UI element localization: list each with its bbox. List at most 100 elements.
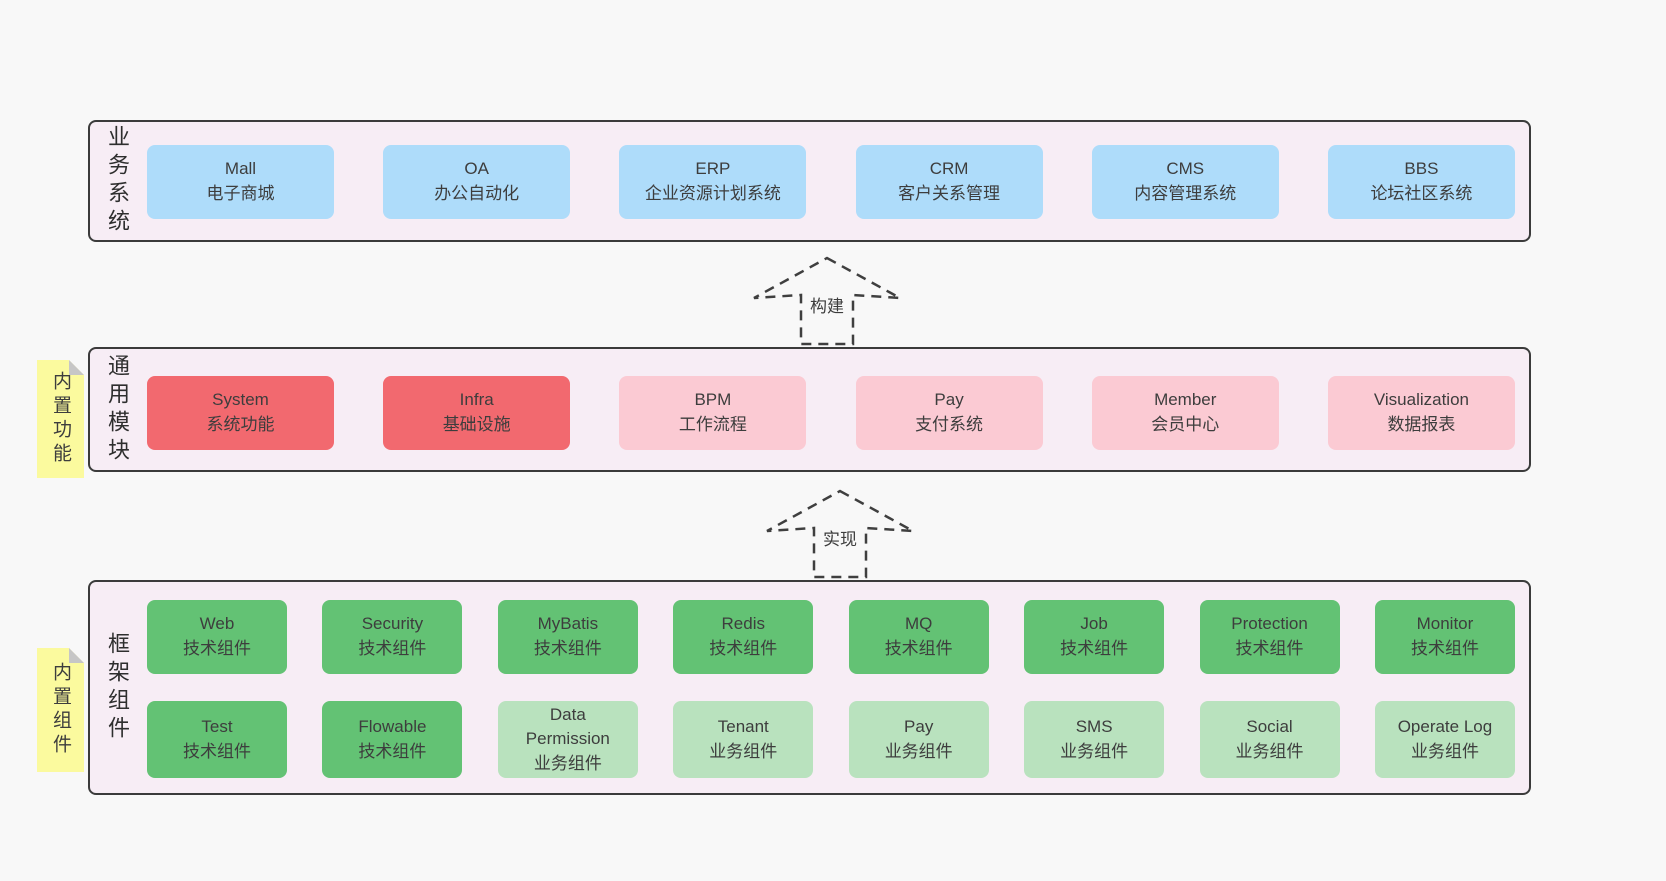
box-subtitle: 业务组件	[533, 753, 602, 773]
box-subtitle: 业务组件	[1235, 741, 1304, 761]
box-title: MQ	[904, 614, 933, 634]
box-title: Test	[201, 716, 233, 736]
box-title: Security	[361, 614, 424, 634]
box-subtitle: 工作流程	[678, 415, 747, 434]
box-tenant: Tenant 业务组件	[673, 701, 814, 778]
box-subtitle: 业务组件	[709, 741, 778, 761]
layer-common-modules: 通用模块 System 系统功能 Infra 基础设施 BPM 工作流程 Pay…	[88, 347, 1531, 472]
box-mq: MQ 技术组件	[848, 600, 989, 674]
box-title: Infra	[459, 390, 494, 410]
box-infra: Infra 基础设施	[383, 376, 571, 450]
box-subtitle: 技术组件	[1410, 639, 1479, 658]
box-subtitle: 技术组件	[183, 741, 251, 761]
box-mybatis: MyBatis 技术组件	[497, 600, 638, 674]
box-title: Pay	[934, 390, 964, 410]
box-subtitle: 业务组件	[1410, 741, 1479, 761]
box-system: System 系统功能	[147, 376, 334, 450]
arrow-implement-label: 实现	[820, 525, 860, 550]
box-subtitle: 技术组件	[709, 639, 778, 658]
components-box-row-2: Test 技术组件 Flowable 技术组件 Data Permission …	[147, 701, 1515, 778]
sticky-note-text: 内置功能	[50, 371, 71, 467]
box-title: System	[212, 390, 269, 410]
box-pay: Pay 支付系统	[855, 376, 1043, 450]
box-subtitle: 技术组件	[358, 741, 427, 761]
box-title: OA	[464, 159, 489, 179]
sticky-note-built-in-components: 内置组件	[37, 648, 84, 772]
layer-label-business-systems: 业务系统	[105, 125, 130, 237]
box-sms: SMS 业务组件	[1024, 701, 1165, 778]
layer-label-framework-components: 框架组件	[105, 631, 130, 744]
components-box-row-1: Web 技术组件 Security 技术组件 MyBatis 技术组件 Redi…	[147, 600, 1515, 674]
up-arrow-icon	[753, 256, 901, 346]
box-subtitle: 技术组件	[358, 639, 427, 658]
box-flowable: Flowable 技术组件	[322, 701, 463, 778]
box-subtitle: 技术组件	[1235, 639, 1304, 658]
box-subtitle: 数据报表	[1387, 415, 1456, 434]
arrow-build-label: 构建	[807, 292, 847, 317]
box-member: Member 会员中心	[1091, 376, 1279, 450]
box-subtitle: 支付系统	[915, 415, 984, 434]
box-cms: CMS 内容管理系统	[1091, 145, 1279, 219]
box-crm: CRM 客户关系管理	[855, 145, 1043, 219]
box-title: ERP	[695, 159, 731, 179]
box-protection: Protection 技术组件	[1199, 600, 1340, 674]
box-title: Monitor	[1416, 614, 1474, 634]
box-erp: ERP 企业资源计划系统	[619, 145, 807, 219]
box-visualization: Visualization 数据报表	[1327, 376, 1515, 450]
layer-label-common-modules: 通用模块	[105, 353, 130, 466]
arrow-implement: 实现	[765, 489, 915, 579]
box-title: Data Permission	[525, 704, 610, 749]
box-test: Test 技术组件	[147, 701, 287, 778]
sticky-note-text: 内置组件	[50, 662, 71, 758]
box-title: BPM	[694, 390, 732, 410]
box-bpm: BPM 工作流程	[619, 376, 807, 450]
box-job: Job 技术组件	[1024, 600, 1165, 674]
folded-corner-icon	[69, 648, 84, 663]
box-title: Social	[1246, 716, 1293, 736]
box-title: Tenant	[717, 716, 769, 736]
box-subtitle: 技术组件	[183, 639, 251, 658]
box-redis: Redis 技术组件	[673, 600, 814, 674]
box-title: Visualization	[1373, 390, 1469, 410]
box-mall: Mall 电子商城	[147, 145, 334, 219]
arrow-build: 构建	[752, 256, 902, 346]
box-subtitle: 系统功能	[206, 415, 275, 434]
box-title: MyBatis	[537, 614, 599, 634]
box-security: Security 技术组件	[322, 600, 463, 674]
box-subtitle: 办公自动化	[434, 184, 520, 203]
up-arrow-icon	[766, 489, 914, 579]
box-social: Social 业务组件	[1199, 701, 1340, 778]
box-subtitle: 企业资源计划系统	[644, 184, 781, 203]
box-subtitle: 电子商城	[206, 184, 275, 203]
folded-corner-icon	[69, 360, 84, 375]
box-subtitle: 会员中心	[1151, 415, 1220, 434]
box-subtitle: 业务组件	[884, 741, 953, 761]
box-title: Member	[1154, 390, 1217, 410]
box-subtitle: 技术组件	[1060, 639, 1129, 658]
sticky-note-built-in-features: 内置功能	[37, 360, 84, 478]
business-box-row: Mall 电子商城 OA 办公自动化 ERP 企业资源计划系统 CRM 客户关系…	[147, 145, 1515, 219]
box-subtitle: 基础设施	[442, 415, 511, 434]
box-title: CMS	[1166, 159, 1205, 179]
box-web: Web 技术组件	[147, 600, 287, 674]
box-title: Flowable	[358, 716, 427, 736]
box-data-permission: Data Permission 业务组件	[497, 701, 638, 778]
box-title: Protection	[1231, 614, 1308, 634]
layer-framework-components: 框架组件 Web 技术组件 Security 技术组件 MyBatis 技术组件…	[88, 580, 1531, 795]
box-monitor: Monitor 技术组件	[1374, 600, 1515, 674]
box-title: SMS	[1075, 716, 1113, 736]
box-title: CRM	[929, 159, 969, 179]
box-title: BBS	[1404, 159, 1439, 179]
box-pay-biz: Pay 业务组件	[848, 701, 989, 778]
box-title: Pay	[904, 716, 934, 736]
modules-box-row: System 系统功能 Infra 基础设施 BPM 工作流程 Pay 支付系统…	[147, 376, 1515, 450]
layer-business-systems: 业务系统 Mall 电子商城 OA 办公自动化 ERP 企业资源计划系统 CRM…	[88, 120, 1531, 242]
box-subtitle: 论坛社区系统	[1370, 184, 1473, 203]
box-operate-log: Operate Log 业务组件	[1374, 701, 1515, 778]
box-title: Operate Log	[1397, 716, 1493, 736]
box-title: Mall	[224, 159, 257, 179]
box-title: Job	[1080, 614, 1108, 634]
box-subtitle: 业务组件	[1060, 741, 1129, 761]
box-subtitle: 技术组件	[884, 639, 953, 658]
